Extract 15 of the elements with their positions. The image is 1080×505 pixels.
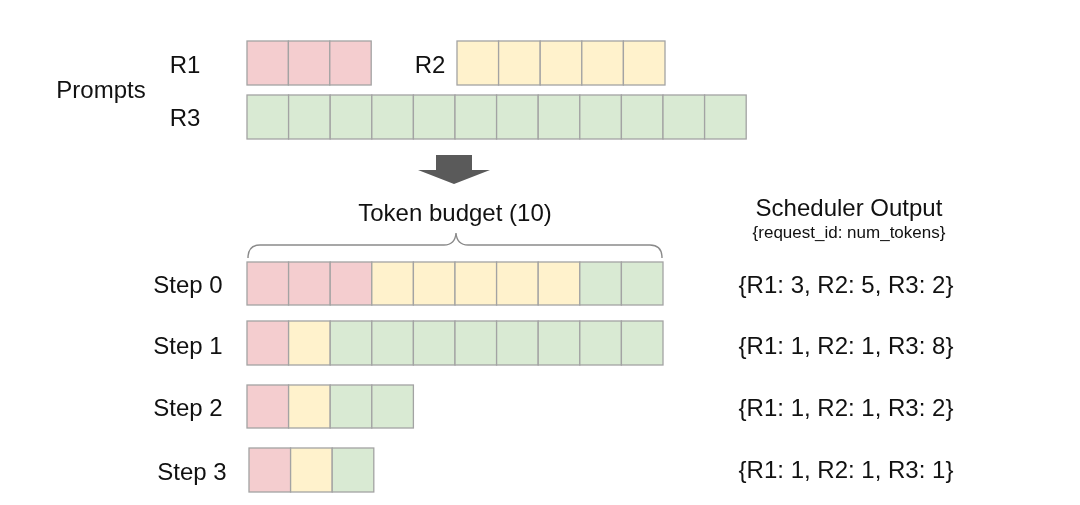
section-label: Prompts xyxy=(56,76,146,104)
scheduler-output-text: {R1: 1, R2: 1, R3: 8} xyxy=(738,332,954,360)
row-label: R1 xyxy=(169,51,201,79)
scheduler-output-text: {R1: 3, R2: 5, R3: 2} xyxy=(738,271,954,299)
budget-label: Token budget (10) xyxy=(358,199,552,227)
row-label: R2 xyxy=(414,51,446,79)
step-label: Step 0 xyxy=(153,271,223,299)
step-label: Step 1 xyxy=(153,332,223,360)
step-label: Step 2 xyxy=(153,394,223,422)
column-subheading: {request_id: num_tokens} xyxy=(752,223,946,243)
step-label: Step 3 xyxy=(157,458,227,486)
column-heading: Scheduler Output xyxy=(755,194,943,222)
row-label: R3 xyxy=(169,104,201,132)
scheduler-output-text: {R1: 1, R2: 1, R3: 1} xyxy=(738,456,954,484)
scheduler-output-text: {R1: 1, R2: 1, R3: 2} xyxy=(738,394,954,422)
